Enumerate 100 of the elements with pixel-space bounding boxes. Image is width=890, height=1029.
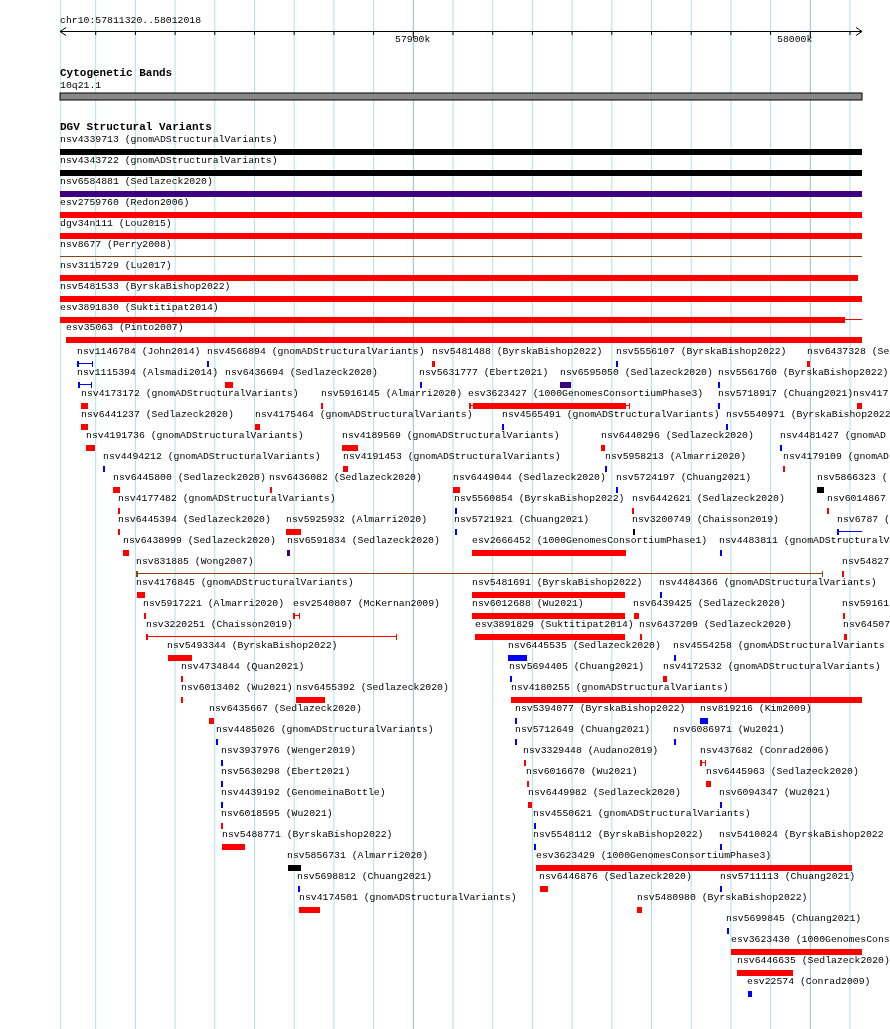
feature-label: nsv5724197 (Chuang2021) [616, 472, 752, 483]
feature-label: nsv6436082 (Sedlazeck2020) [269, 472, 422, 483]
feature-label: nsv819216 (Kim2009) [700, 703, 812, 714]
feature-label: nsv5561760 (ByrskaBishop2022) [718, 367, 889, 378]
feature-label: nsv5712649 (Chuang2021) [515, 724, 651, 735]
feature-label: nsv4343722 (gnomADStructuralVariants) [60, 155, 278, 166]
feature-label: nsv6012688 (Wu2021) [472, 598, 584, 609]
feature-label: nsv6445800 (Sedlazeck2020) [113, 472, 266, 483]
feature-label: nsv4481427 (gnomAD [780, 430, 886, 441]
feature-label: nsv5698812 (Chuang2021) [297, 871, 433, 882]
feature-label: esv35063 (Pinto2007) [66, 322, 184, 333]
feature-label: nsv437682 (Conrad2006) [700, 745, 830, 756]
feature-label: nsv5480980 (ByrskaBishop2022) [637, 892, 808, 903]
feature-label: nsv5711113 (Chuang2021) [720, 871, 856, 882]
feature-label: nsv1115394 (Alsmadi2014) [77, 367, 219, 378]
feature-label: nsv6445394 (Sedlazeck2020) [118, 514, 271, 525]
feature-label: nsv5488771 (ByrskaBishop2022) [222, 829, 393, 840]
feature-label: nsv5925932 (Almarri2020) [286, 514, 428, 525]
feature-label: esv3891829 (Suktitipat2014) [475, 619, 634, 630]
feature-label: nsv6013402 (Wu2021) [181, 682, 293, 693]
track-title: DGV Structural Variants [60, 121, 212, 133]
feature-label: nsv6437328 (Se [807, 346, 890, 357]
feature-label: nsv6436694 (Sedlazeck2020) [225, 367, 378, 378]
feature-label: nsv5958213 (Almarri2020) [605, 451, 747, 462]
feature-label: nsv6455392 (Sedlazeck2020) [296, 682, 449, 693]
feature-label: nsv4174501 (gnomADStructuralVariants) [299, 892, 517, 903]
feature-label: nsv1146784 (John2014) [77, 346, 201, 357]
feature-label: nsv6445963 (Sedlazeck2020) [706, 766, 859, 777]
feature-label: nsv5856731 (Almarri2020) [287, 850, 429, 861]
feature-label: nsv6086971 (Wu2021) [673, 724, 785, 735]
feature-label: nsv4339713 (gnomADStructuralVariants) [60, 134, 278, 145]
feature-label: nsv5394077 (ByrskaBishop2022) [515, 703, 686, 714]
feature-label: nsv4483811 (gnomADStructuralV [719, 535, 890, 546]
feature-label: nsv4179109 (gnomAD [783, 451, 889, 462]
feature-label: nsv6446635 (Sedlazeck2020) [737, 955, 890, 966]
feature-label: nsv4439192 (GenomeinaBottle) [221, 787, 386, 798]
feature-label: nsv59161 [842, 598, 890, 609]
feature-label: dgv34n111 (Lou2015) [60, 218, 172, 229]
feature-label: nsv5694405 (Chuang2021) [509, 661, 645, 672]
tick-label: 57900k [395, 34, 431, 45]
feature-label: nsv3220251 (Chaisson2019) [146, 619, 293, 630]
feature-label: nsv4175464 (gnomADStructuralVariants) [255, 409, 473, 420]
feature-label: nsv5481691 (ByrskaBishop2022) [472, 577, 643, 588]
feature-label: nsv6094347 (Wu2021) [719, 787, 831, 798]
feature-label: esv2666452 (1000GenomesConsortiumPhase1) [472, 535, 708, 546]
feature-label: nsv5410024 (ByrskaBishop2022 [719, 829, 884, 840]
feature-label: nsv5560854 (ByrskaBishop2022) [454, 493, 625, 504]
feature-label: nsv6016670 (Wu2021) [526, 766, 638, 777]
feature-label: nsv4177482 (gnomADStructuralVariants) [118, 493, 336, 504]
feature-label: nsv3937976 (Wenger2019) [221, 745, 357, 756]
feature-label: nsv6437209 (Sedlazeck2020) [639, 619, 792, 630]
feature-label: nsv4173172 (gnomADStructuralVariants) [81, 388, 299, 399]
feature-label: nsv5481488 (ByrskaBishop2022) [432, 346, 603, 357]
feature-label: nsv6446876 (Sedlazeck2020) [539, 871, 692, 882]
feature-label: esv3891830 (Suktitipat2014) [60, 302, 219, 313]
feature-label: nsv64507 [843, 619, 890, 630]
feature-label: nsv5916145 (Almarri2020) [321, 388, 463, 399]
feature-label: nsv8677 (Perry2008) [60, 239, 172, 250]
feature-label: nsv5548112 (ByrskaBishop2022) [533, 829, 704, 840]
feature-label: nsv6591834 (Sedlazeck2020) [287, 535, 440, 546]
feature-label: nsv5630298 (Ebert2021) [221, 766, 351, 777]
feature-label: nsv6018595 (Wu2021) [221, 808, 333, 819]
feature-label: nsv6438999 (Sedlazeck2020) [123, 535, 276, 546]
feature-label: nsv5493344 (ByrskaBishop2022) [167, 640, 338, 651]
feature-label: nsv4550621 (gnomADStructuralVariants) [533, 808, 751, 819]
feature-label: esv22574 (Conrad2009) [747, 976, 871, 987]
feature-label: nsv5866323 ( [817, 472, 888, 483]
feature-label: nsv6435667 (Sedlazeck2020) [209, 703, 362, 714]
feature-label: nsv6440296 (Sedlazeck2020) [601, 430, 754, 441]
feature-label: nsv417 [853, 388, 889, 399]
feature-label: nsv4565491 (gnomADStructuralVariants) [502, 409, 720, 420]
feature-label: nsv54827 [842, 556, 890, 567]
feature-label: nsv6439425 (Sedlazeck2020) [633, 598, 786, 609]
feature-label: nsv6595050 (Sedlazeck2020) [560, 367, 713, 378]
feature-label: nsv5631777 (Ebert2021) [419, 367, 549, 378]
feature-label: nsv5718917 (Chuang2021) [718, 388, 854, 399]
feature-label: nsv4172532 (gnomADStructuralVariants) [663, 661, 881, 672]
feature-label: nsv4485026 (gnomADStructuralVariants) [216, 724, 434, 735]
feature-label: esv3623427 (1000GenomesConsortiumPhase3) [468, 388, 704, 399]
feature-label: nsv4191453 (gnomADStructuralVariants) [343, 451, 561, 462]
feature-label: nsv5917221 (Almarri2020) [143, 598, 285, 609]
feature-label: nsv4191736 (gnomADStructuralVariants) [86, 430, 304, 441]
feature-label: nsv4180255 (gnomADStructuralVariants) [511, 682, 729, 693]
feature-label: nsv4484366 (gnomADStructuralVariants) [659, 577, 877, 588]
feature-label: nsv5699845 (Chuang2021) [726, 913, 862, 924]
feature-label: nsv3329448 (Audano2019) [523, 745, 659, 756]
feature-label: nsv3115729 (Lu2017) [60, 260, 172, 271]
feature-label: nsv5481533 (ByrskaBishop2022) [60, 281, 231, 292]
feature-label: nsv6014867 [827, 493, 886, 504]
feature-label: esv3623429 (1000GenomesConsortiumPhase3) [536, 850, 772, 861]
band-label: 10q21.1 [60, 80, 102, 91]
feature-label: nsv6787 ( [837, 514, 890, 525]
feature-label: nsv5540971 (ByrskaBishop2022 [726, 409, 890, 420]
feature-label: nsv4189569 (gnomADStructuralVariants) [342, 430, 560, 441]
feature-label: nsv4554258 (gnomADStructuralVariants [673, 640, 885, 651]
feature-label: nsv6442621 (Sedlazeck2020) [632, 493, 785, 504]
coordinate-label: chr10:57811320..58012018 [60, 15, 202, 26]
feature-label: nsv4494212 (gnomADStructuralVariants) [103, 451, 321, 462]
tick-label: 58000k [777, 34, 813, 45]
feature-label: nsv6441237 (Sedlazeck2020) [81, 409, 234, 420]
